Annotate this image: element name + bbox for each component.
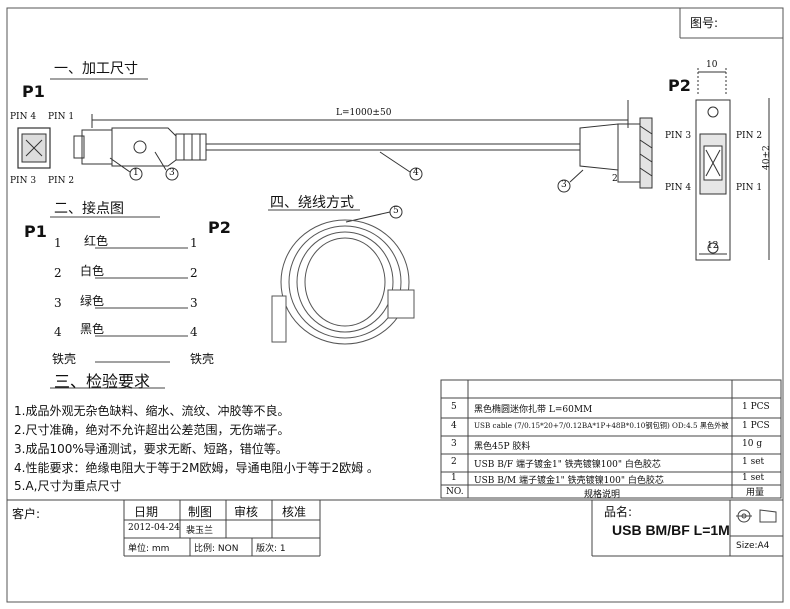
plug-pin3-label: PIN 3 <box>10 176 37 186</box>
pinout-p1-label: P1 <box>24 222 47 241</box>
callout-3b: 3 <box>561 180 567 190</box>
section-inspection-title: 三、检验要求 <box>54 372 151 391</box>
bom-qty: 1 PCS <box>742 402 770 412</box>
wire-color-3: 绿色 <box>80 294 105 308</box>
wire-color-4: 黑色 <box>80 322 105 336</box>
plug-pin4-label: PIN 4 <box>10 112 37 122</box>
review-label: 审核 <box>234 505 259 519</box>
socket-pin4-label: PIN 4 <box>665 183 692 193</box>
socket-width-bottom: 12 <box>707 241 719 251</box>
pin-left-4: 4 <box>54 325 62 339</box>
approve-label: 核准 <box>282 505 307 519</box>
drawn-label: 制图 <box>188 505 213 519</box>
part-name: USB BM/BF L=1M <box>612 522 730 538</box>
revision-value: 版次: 1 <box>256 544 286 554</box>
shell-left: 铁壳 <box>52 352 77 366</box>
bom-table-lines <box>440 379 782 499</box>
bom-desc: 黑色椭圆迷你扎带 L=60MM <box>474 405 593 415</box>
unit-value: 单位: mm <box>128 544 170 554</box>
requirement-4: 4.性能要求：绝缘电阻大于等于2M欧姆，导通电阻小于等于2欧姆 。 <box>14 461 379 475</box>
bom-qty: 1 set <box>742 473 765 483</box>
bom-no: 3 <box>451 439 457 449</box>
callout-5: 5 <box>393 206 399 216</box>
requirement-1: 1.成品外观无杂色缺料、缩水、流纹、冲胶等不良。 <box>14 404 290 418</box>
section-dimensions-title: 一、加工尺寸 <box>54 61 138 77</box>
callout-3: 3 <box>169 168 175 178</box>
p2-label: P2 <box>668 76 691 95</box>
callout-4: 4 <box>413 168 419 178</box>
socket-front-view <box>695 99 731 261</box>
p1-label: P1 <box>22 82 45 101</box>
section-pinout-title: 二、接点图 <box>54 201 124 217</box>
socket-pin3-label: PIN 3 <box>665 131 692 141</box>
requirement-2: 2.尺寸准确，绝对不允许超出公差范围，无伤端子。 <box>14 423 290 437</box>
socket-pin2-label: PIN 2 <box>736 131 763 141</box>
drawing-border <box>6 7 784 603</box>
part-name-label: 品名: <box>604 505 633 519</box>
pinout-p2-label: P2 <box>208 218 231 237</box>
pin-right-3: 3 <box>190 296 198 310</box>
bom-desc: USB B/F 端子镀金1" 铁壳镀镍100" 白色胶芯 <box>474 460 661 470</box>
pin-left-2: 2 <box>54 266 62 280</box>
bom-qty: 1 set <box>742 457 765 467</box>
requirement-3: 3.成品100%导通测试，要求无断、短路，错位等。 <box>14 442 288 456</box>
bom-no: 4 <box>451 421 457 431</box>
bom-header-qty: 用量 <box>746 488 765 498</box>
customer-label: 客户: <box>12 507 41 521</box>
drawing-number-label: 图号: <box>690 16 719 30</box>
title-block-lines <box>7 499 783 557</box>
bom-no: 2 <box>451 457 457 467</box>
shell-right: 铁壳 <box>190 352 215 366</box>
drawn-value: 裴玉兰 <box>186 526 214 536</box>
plug-pin2-label: PIN 2 <box>48 176 75 186</box>
bom-qty: 1 PCS <box>742 421 770 431</box>
plug-end-view <box>17 127 51 169</box>
scale-value: 比例: NON <box>194 544 239 554</box>
bom-no: 5 <box>451 402 457 412</box>
cable-length-dimension: L=1000±50 <box>336 108 392 118</box>
socket-pin1-label: PIN 1 <box>736 183 763 193</box>
pin-left-3: 3 <box>54 296 62 310</box>
bom-no: 1 <box>451 473 457 483</box>
usb-b-female-socket <box>579 117 653 189</box>
bom-header-desc: 规格说明 <box>584 490 621 500</box>
pin-right-4: 4 <box>190 325 198 339</box>
plug-pin1-label: PIN 1 <box>48 112 75 122</box>
coiled-cable <box>271 219 415 345</box>
bom-header-no: NO. <box>446 487 464 497</box>
bom-desc: USB B/M 端子镀金1" 铁壳镀镍100" 白色胶芯 <box>474 476 664 486</box>
callout-1: 1 <box>133 168 139 178</box>
date-label: 日期 <box>134 505 159 519</box>
bom-desc: 黑色45P 胶料 <box>474 442 531 452</box>
requirement-5: 5.A,尺寸为重点尺寸 <box>14 479 122 493</box>
paper-size: Size:A4 <box>736 541 770 551</box>
pin-right-1: 1 <box>190 236 198 250</box>
pin-left-1: 1 <box>54 236 62 250</box>
pin-right-2: 2 <box>190 266 198 280</box>
section-winding-title: 四、绕线方式 <box>270 195 354 211</box>
bom-qty: 10 g <box>742 439 763 449</box>
usb-b-male-plug <box>73 127 207 167</box>
wire-color-1: 红色 <box>84 234 109 248</box>
socket-width-top: 10 <box>706 60 718 70</box>
socket-height-dimension: 40±2 <box>762 145 772 170</box>
date-value: 2012-04-24 <box>128 523 180 533</box>
wire-color-2: 白色 <box>80 264 105 278</box>
callout-2: 2 <box>612 174 618 184</box>
bom-desc: USB cable (7/0.15*20+7/0.12BA*1P+48B*0.1… <box>474 421 729 430</box>
